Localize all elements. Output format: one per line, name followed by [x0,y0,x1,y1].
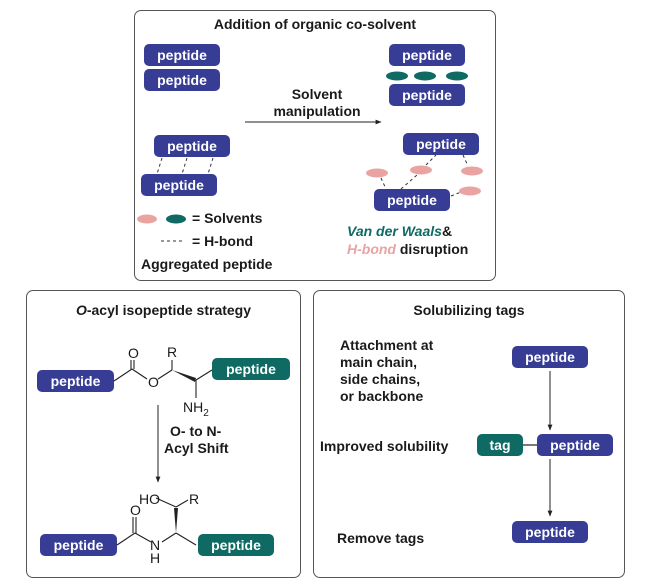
ampersand: & [441,223,453,239]
peptide-block-teal: peptide [198,534,274,556]
isopeptide-bonds [113,360,213,398]
disruption-text: disruption [399,241,469,257]
legend-solvents-label: = Solvents [192,210,263,226]
wedge-bond [172,370,196,382]
panel-cosolvent-title: Addition of organic co-solvent [213,16,417,32]
panel-tags-title: Solubilizing tags [413,302,525,318]
disruption-caption-line1: Van der Waals& [347,223,452,240]
attach-line4: or backbone [340,388,424,404]
atom-H: H [150,550,161,566]
peptide-block: peptide [37,370,114,392]
aggregated-peptide-label: Aggregated peptide [141,256,273,272]
arrow-label-line2: manipulation [273,103,361,119]
peptide-block: peptide [40,534,117,556]
title-rest: -acyl isopeptide strategy [86,302,252,318]
peptide-block: peptide [512,521,588,543]
atom-O-ester: O [148,374,159,390]
subscript-2: 2 [203,407,209,419]
legend-solvent-pink-icon [137,214,157,224]
vdw-text: Van der Waals [347,223,442,239]
peptide-block: peptide [144,69,220,91]
peptide-block: peptide [389,84,465,106]
panel-isopeptide-title: O-acyl isopeptide strategy [27,302,300,318]
atom-R-top: R [167,344,178,360]
attach-line1: Attachment at [340,337,434,353]
shift-label-line1: O- to N- [170,423,222,439]
peptide-block: peptide [141,174,217,196]
tag-block: tag [477,434,523,456]
atom-HO: HO [139,491,160,507]
atom-O-amide: O [130,502,141,518]
peptide-block: peptide [144,44,220,66]
shift-label-line2: Acyl Shift [164,440,229,456]
improved-solubility-label: Improved solubility [320,438,449,454]
atom-N: N [150,537,161,553]
panel-isopeptide: O-acyl isopeptide strategy [26,290,301,578]
hbond-dashes [156,157,214,175]
attach-line2: main chain, [340,354,418,370]
peptide-block: peptide [512,346,588,368]
solvent-pink [459,186,481,196]
solvent-teal [446,71,468,81]
peptide-block: peptide [154,135,230,157]
panel-cosolvent: Addition of organic co-solvent [134,10,496,281]
atom-O-carbonyl: O [128,345,139,361]
solvent-teal [386,71,408,81]
solvent-pink [461,166,483,176]
wedge-bond [174,508,178,533]
nh-text: NH [183,399,204,415]
title-italic-O: O [75,302,87,318]
disruption-caption-line2: H-bond disruption [347,241,468,258]
hbond-dashes [380,154,469,197]
solvent-teal [414,71,436,81]
hbond-text: H-bond [347,241,396,257]
panel-tags: Solubilizing tags [313,290,625,578]
solvent-pink [366,168,388,178]
attach-line3: side chains, [340,371,421,387]
legend-hbond-label: = H-bond [192,233,254,249]
legend-solvent-teal-icon [166,214,186,224]
atom-R-bottom: R [189,491,200,507]
solvent-pink [410,165,432,175]
peptide-block: peptide [537,434,613,456]
remove-tags-label: Remove tags [337,530,425,546]
amide-bonds [116,497,197,546]
peptide-block: peptide [374,189,450,211]
atom-NH2: NH2 [183,400,209,421]
peptide-block: peptide [403,133,479,155]
peptide-block: peptide [389,44,465,66]
peptide-block-teal: peptide [212,358,290,380]
arrow-label-line1: Solvent [291,86,343,102]
